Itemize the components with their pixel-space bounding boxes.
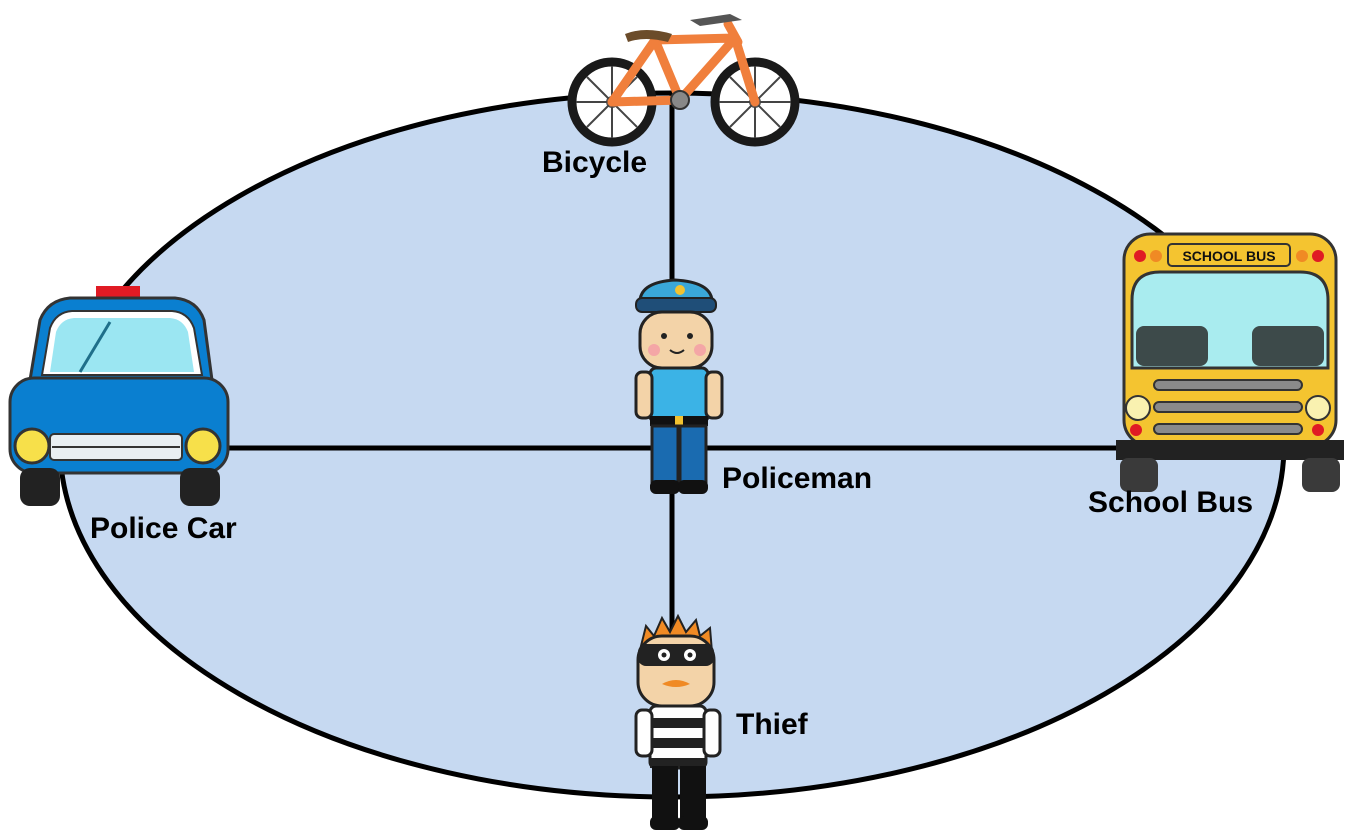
police-car-icon: [10, 286, 228, 506]
bus-sign-text: SCHOOL BUS: [1182, 248, 1275, 264]
school-bus-icon: [1116, 234, 1344, 492]
policeman-label: Policeman: [722, 464, 872, 494]
school-bus-label: School Bus: [1088, 488, 1253, 518]
police-car-label: Police Car: [90, 514, 237, 544]
thief-label: Thief: [736, 710, 808, 740]
bicycle-label: Bicycle: [542, 148, 647, 178]
